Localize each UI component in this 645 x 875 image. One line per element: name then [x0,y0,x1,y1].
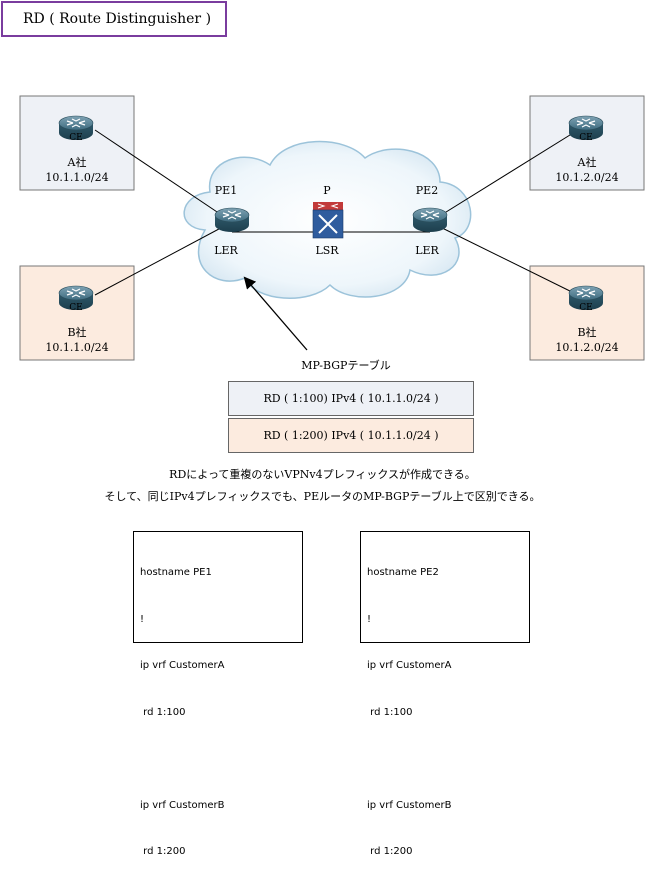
p-role: LSR [315,244,339,257]
customer-prefix-left-a: 10.1.1.0/24 [45,171,108,184]
pe2-role: LER [415,244,439,257]
config-line: ! [140,613,145,625]
config-line: rd 1:100 [140,706,186,718]
customer-prefix-left-b: 10.1.1.0/24 [45,341,108,354]
config-line: hostname PE2 [367,567,439,578]
customer-box-left-b [19,265,135,361]
config-line: ip vrf CustomerB [140,799,225,811]
customer-box-right-a [529,95,645,191]
config-line: ​ [140,751,302,767]
pe2-config-box: hostname PE2 ! ip vrf CustomerA rd 1:100… [360,531,530,857]
caption-line-1: RDによって重複のないVPNv4プレフィックスが作成できる。 [169,468,476,481]
ce-label-left-a: CE [69,133,82,143]
mp-bgp-row-customer-a: RD ( 1:100) IPv4 ( 10.1.1.0/24 ) [228,381,474,416]
config-line: ! [367,613,372,625]
mp-bgp-table-title: MP-BGPテーブル [301,358,391,372]
customer-name-right-b: B社 [577,325,596,339]
p-name: P [323,184,331,197]
customer-name-right-a: A社 [577,155,597,169]
ce-label-right-b: CE [579,303,592,313]
ce-label-right-a: CE [579,133,592,143]
pe1-role: LER [214,244,238,257]
p-lsr-switch-icon [312,202,344,239]
pe1-router-icon [214,207,250,233]
config-line: rd 1:200 [140,846,186,857]
ce-label-left-b: CE [69,303,82,313]
pe2-router-icon [412,207,448,233]
page-title: RD ( Route Distinguisher ) [1,1,227,37]
caption-line-2: そして、同じIPv4プレフィックスでも、PEルータのMP-BGPテーブル上で区別… [104,490,541,503]
pe2-name: PE2 [416,184,438,197]
mp-bgp-arrow [243,276,308,351]
network-diagram: CE CE CE CE A社 10.1.1.0/24 B社 10.1.1.0/2… [19,95,645,372]
config-line: rd 1:100 [367,706,413,718]
config-line: ip vrf CustomerA [140,660,225,671]
pe1-config-box: hostname PE1 ! ip vrf CustomerA rd 1:100… [133,531,303,857]
mp-bgp-row-customer-b: RD ( 1:200) IPv4 ( 10.1.1.0/24 ) [228,418,474,453]
customer-prefix-right-b: 10.1.2.0/24 [555,341,618,354]
config-line: ip vrf CustomerA [367,660,452,671]
customer-prefix-right-a: 10.1.2.0/24 [555,171,618,184]
config-line: rd 1:200 [367,846,413,857]
config-line: ​ [367,751,529,767]
customer-name-left-a: A社 [67,155,87,169]
config-line: hostname PE1 [140,567,212,578]
pe1-name: PE1 [215,184,237,197]
config-line: ip vrf CustomerB [367,799,452,811]
customer-box-right-b [529,265,645,361]
customer-name-left-b: B社 [67,325,86,339]
